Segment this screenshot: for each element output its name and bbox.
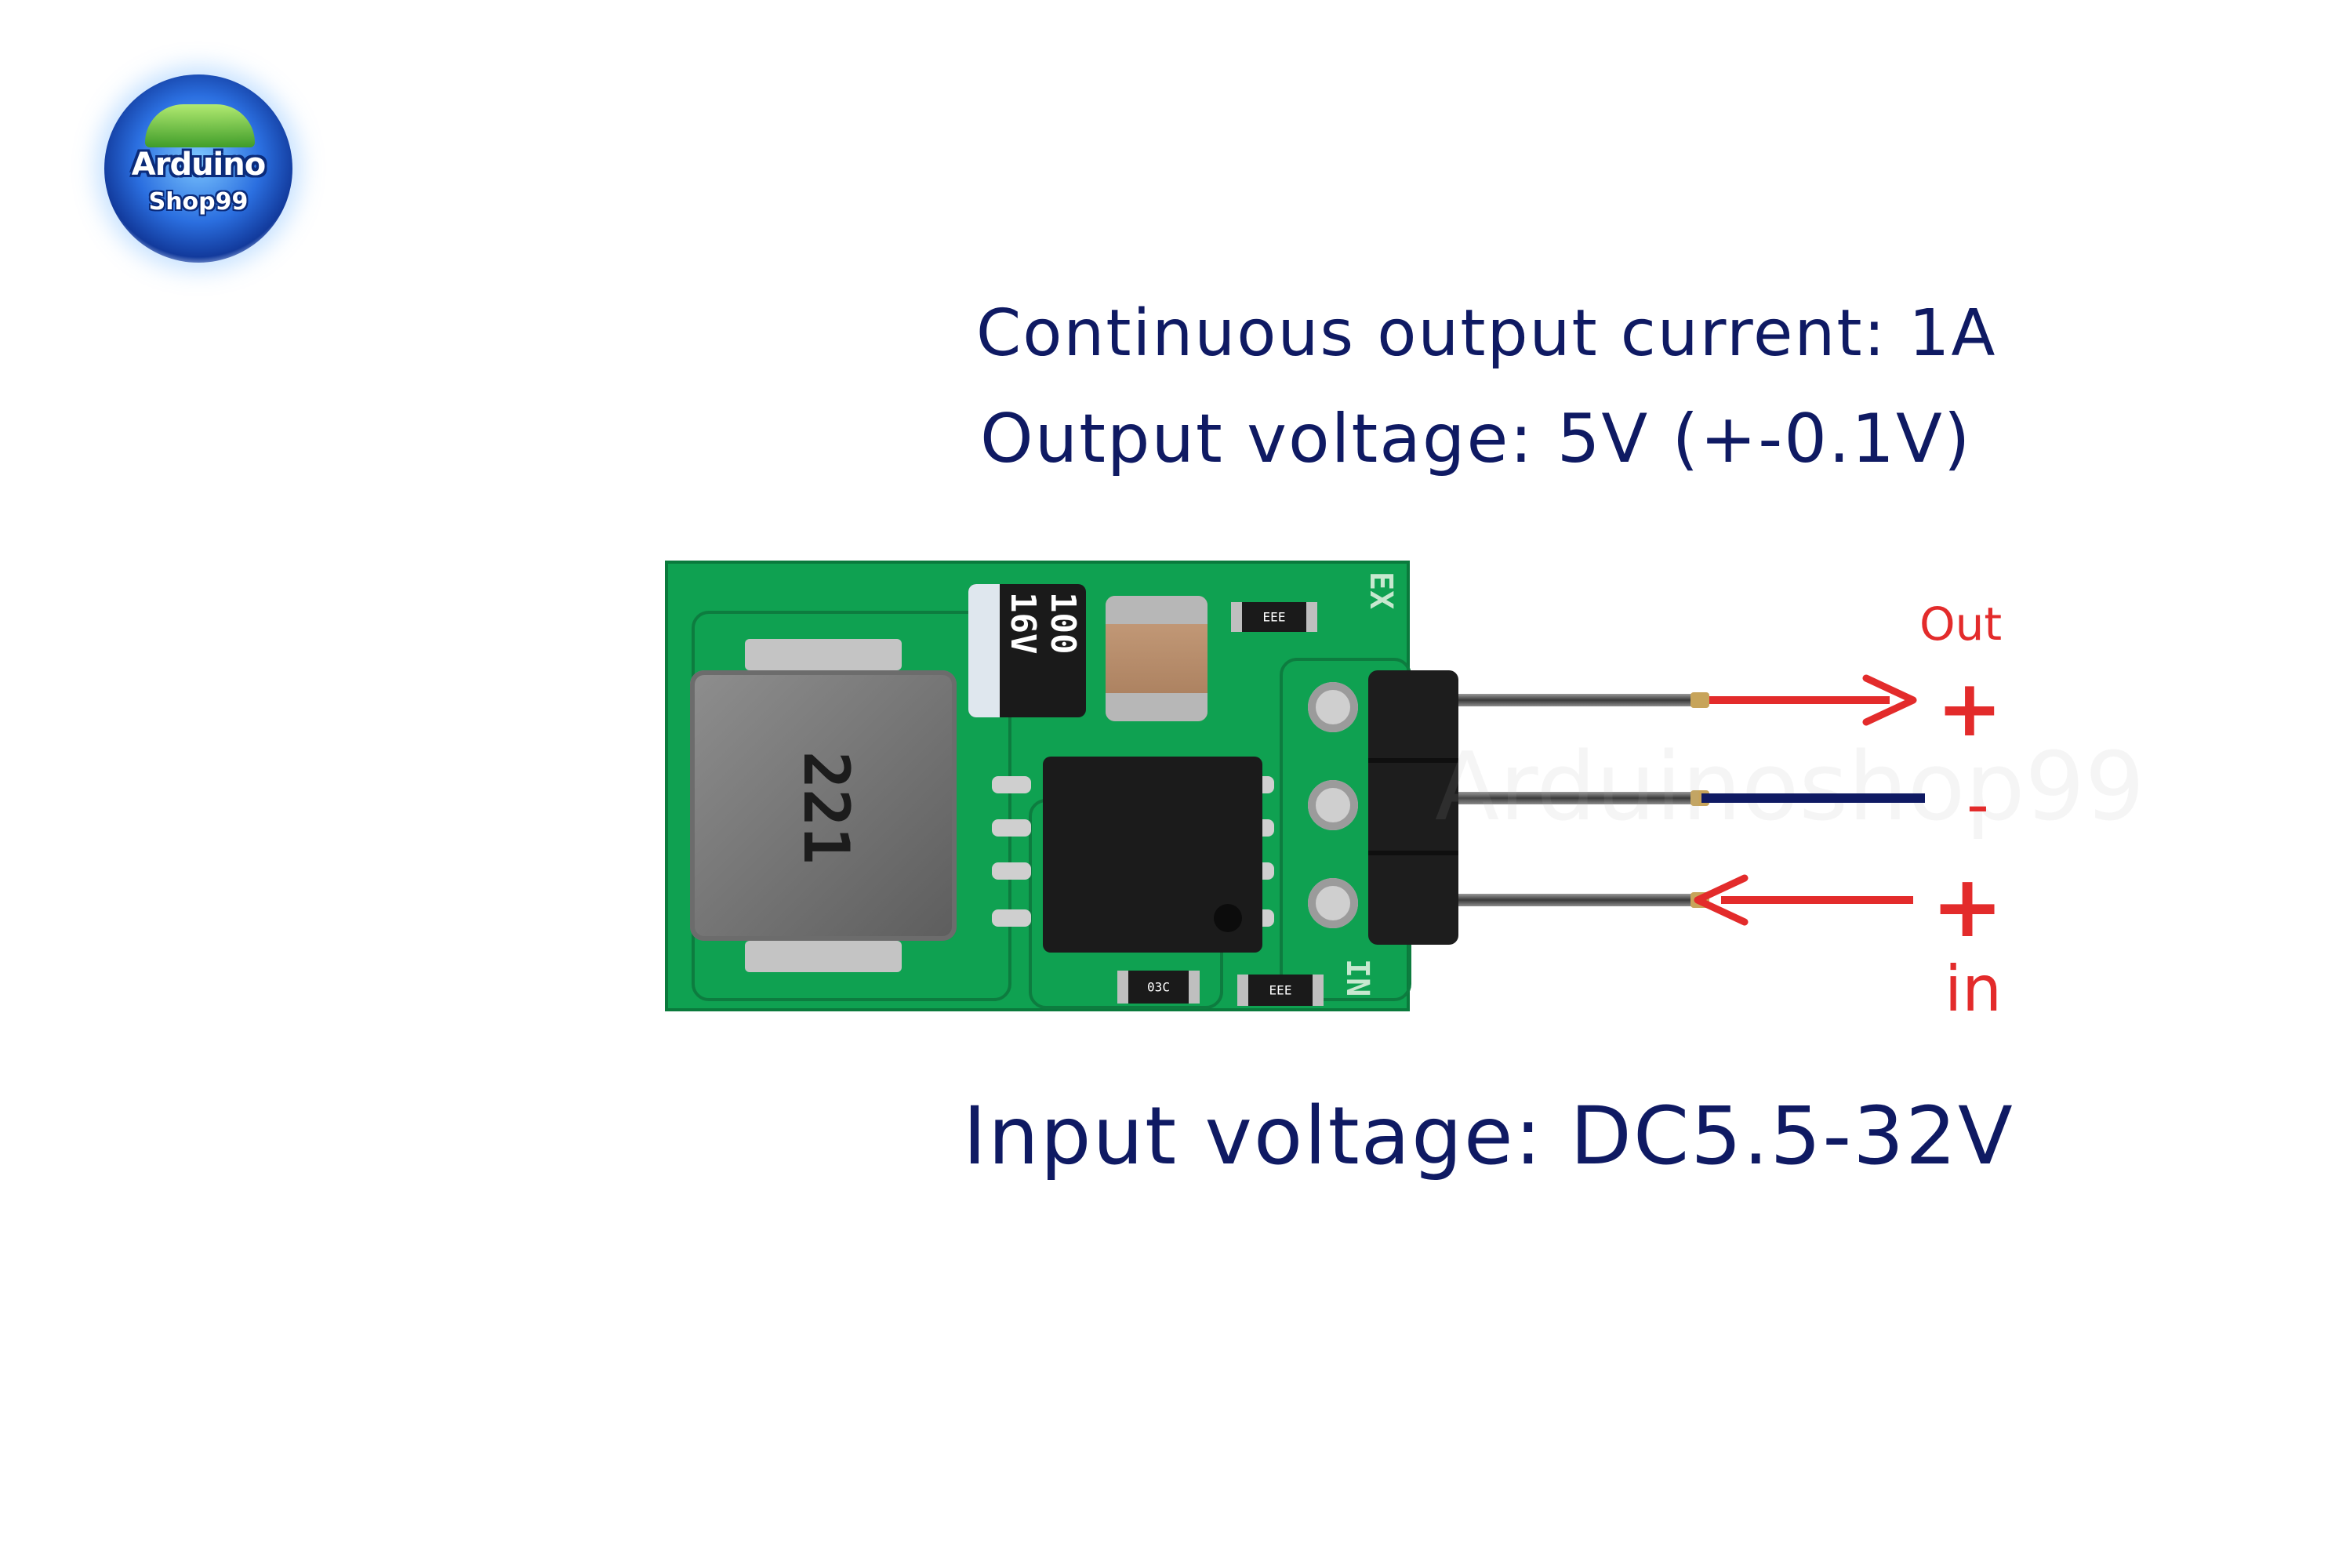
pcb-silk-bottom: IN: [1339, 958, 1375, 996]
capacitor-marking: 100 16V: [1003, 592, 1083, 655]
logo-text-line1: Arduino: [131, 147, 266, 183]
inductor-marking: 221: [790, 750, 862, 865]
ic-pin: [992, 862, 1031, 880]
header-separator: [1368, 758, 1458, 763]
arrow-out: [1709, 674, 1917, 726]
arduino-shop99-logo: Arduino Shop99: [104, 74, 292, 263]
inductor-pad-top: [745, 639, 902, 670]
ic-pin: [992, 819, 1031, 837]
header-pad-out: [1308, 682, 1358, 732]
label-in: in: [1945, 953, 2002, 1025]
header-pad-gnd: [1308, 780, 1358, 830]
inductor: 221: [690, 639, 957, 972]
watermark: Arduinoshop99: [1435, 733, 2145, 842]
smd-resistor-bottom-left: 03C: [1117, 971, 1200, 1004]
pin-header: [1368, 670, 1458, 945]
pin-out: [1458, 692, 1709, 708]
ceramic-capacitor: [1106, 596, 1208, 721]
spec-input-voltage: Input voltage: DC5.5-32V: [963, 1090, 2014, 1183]
ic-pin: [992, 776, 1031, 793]
electrolytic-capacitor: 100 16V: [968, 584, 1086, 717]
inductor-pad-bottom: [745, 941, 902, 972]
capacitor-stripe: [968, 584, 1000, 717]
header-pad-in: [1308, 878, 1358, 928]
spec-output-voltage: Output voltage: 5V (+-0.1V): [980, 400, 1972, 478]
pcb-silk-top: EX: [1363, 572, 1399, 610]
arrow-in: [1694, 874, 1913, 926]
label-gnd-minus: -: [1966, 768, 1989, 841]
logo-text-line2: Shop99: [148, 188, 249, 216]
logo-leaf-graphic: [145, 104, 255, 147]
regulator-ic: [1043, 757, 1262, 953]
header-separator: [1368, 851, 1458, 855]
smd-resistor-bottom-right: EEE: [1237, 975, 1324, 1006]
spec-output-current: Continuous output current: 1A: [976, 296, 1997, 371]
label-out: Out: [1919, 597, 2003, 651]
smd-resistor-top: EEE: [1231, 602, 1317, 632]
ic-pin: [992, 909, 1031, 927]
label-out-plus: +: [1937, 662, 2003, 754]
ic-pin1-dot: [1214, 904, 1242, 932]
label-in-plus: +: [1931, 856, 2004, 956]
